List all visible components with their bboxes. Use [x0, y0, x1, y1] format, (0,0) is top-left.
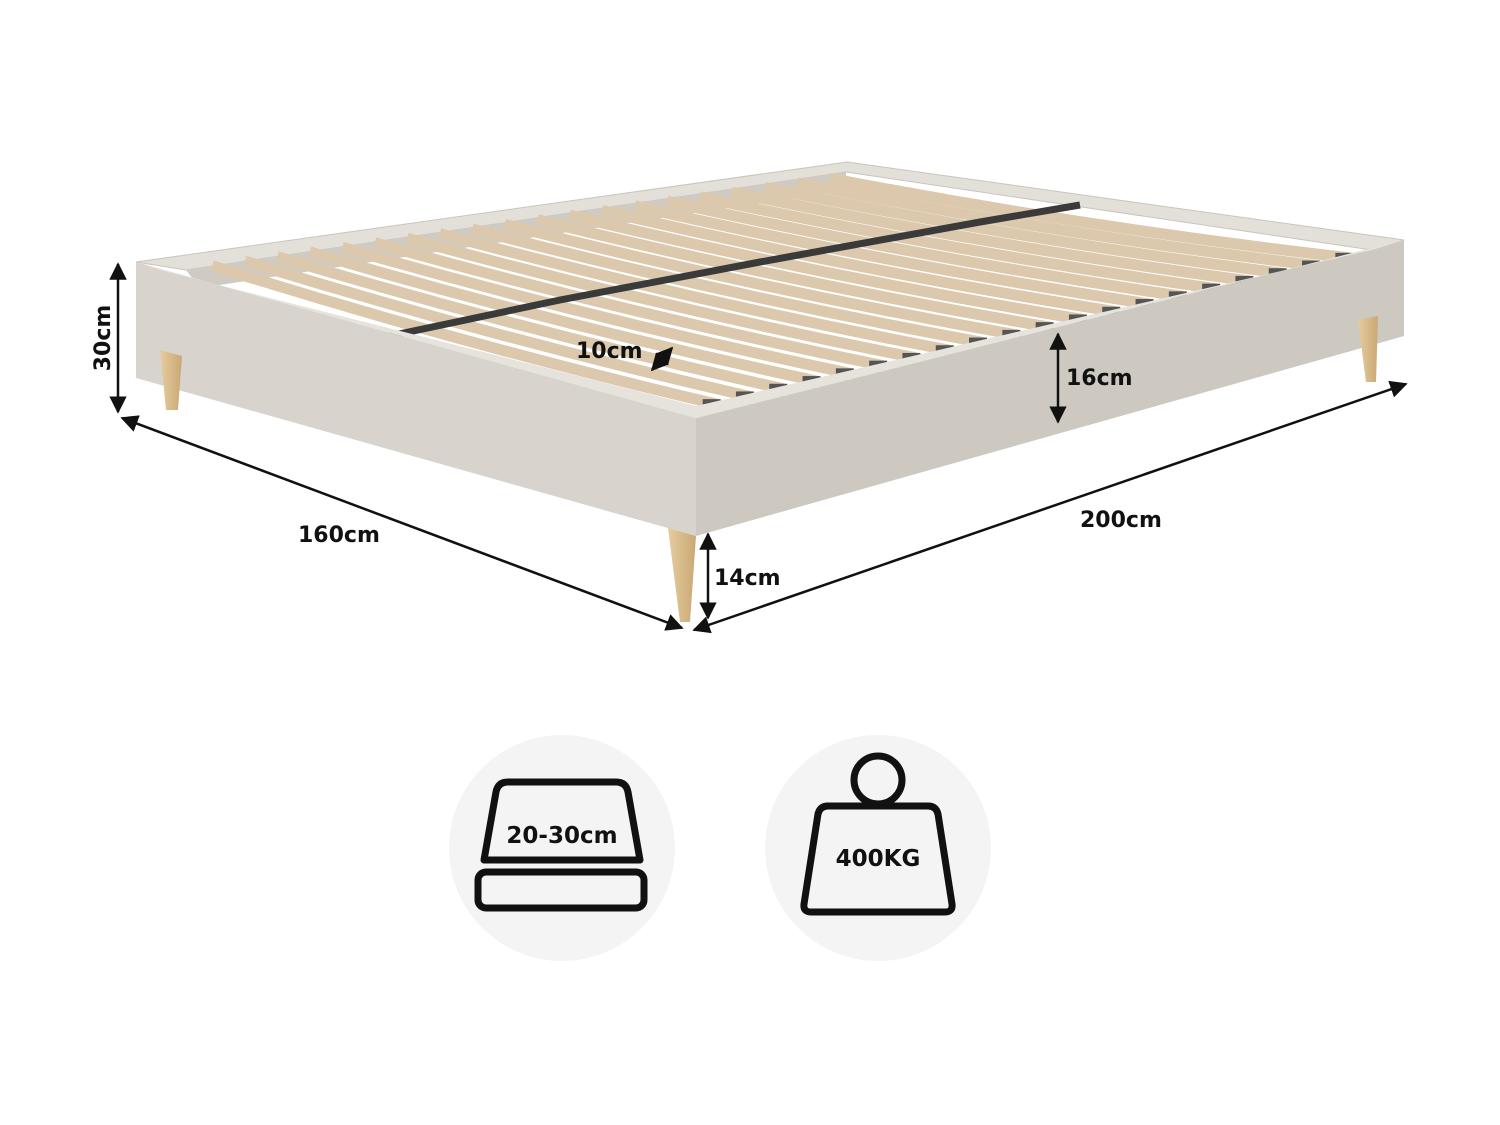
bed-frame-illustration: [135, 161, 1405, 622]
bed-slat: [568, 209, 1084, 325]
bed-slat: [503, 218, 1018, 341]
leg-back-right-corner: [1358, 316, 1378, 382]
weight-icon-background: [765, 735, 991, 961]
bed-slat: [633, 200, 1151, 310]
bed-slat: [666, 195, 1184, 302]
bed-slat: [340, 242, 851, 379]
bed-slat: [373, 237, 885, 372]
weight-icon: [800, 752, 956, 916]
frame-height-label: 16cm: [1066, 366, 1133, 391]
leg-front-left: [160, 350, 182, 410]
slat-width-arrow: [650, 346, 674, 372]
bed-slat: [275, 251, 785, 395]
center-support-rail: [379, 201, 1081, 342]
bed-slat: [210, 260, 718, 410]
width-label: 160cm: [298, 523, 380, 548]
bed-slat: [796, 177, 1317, 272]
slat-width-label: 10cm: [576, 339, 643, 364]
leg-front-corner: [668, 528, 696, 622]
length-arrow: [692, 380, 1408, 634]
width-arrow: [120, 415, 684, 631]
length-label: 200cm: [1080, 508, 1162, 533]
mattress-icon: [474, 778, 648, 912]
bed-slat: [731, 186, 1251, 287]
bed-slat: [600, 205, 1118, 318]
bed-slat: [535, 214, 1051, 333]
load-capacity-label: 400KG: [836, 846, 921, 872]
bed-slat: [698, 191, 1217, 295]
bed-slat: [243, 255, 752, 402]
bed-slat: [308, 246, 818, 387]
leg-height-label: 14cm: [714, 566, 781, 591]
bed-slat: [405, 232, 918, 364]
total-height-label: 30cm: [91, 305, 116, 372]
dimension-lines: [109, 262, 1408, 634]
bed-slat: [763, 182, 1284, 279]
slat-group: [210, 172, 1354, 410]
load-capacity-feature: 400KG: [765, 735, 991, 961]
bed-slat: [470, 223, 985, 348]
bed-slat: [828, 172, 1350, 264]
mattress-thickness-label: 20-30cm: [506, 823, 617, 849]
mattress-thickness-feature: 20-30cm: [449, 735, 675, 961]
bed-slat: [438, 228, 951, 356]
